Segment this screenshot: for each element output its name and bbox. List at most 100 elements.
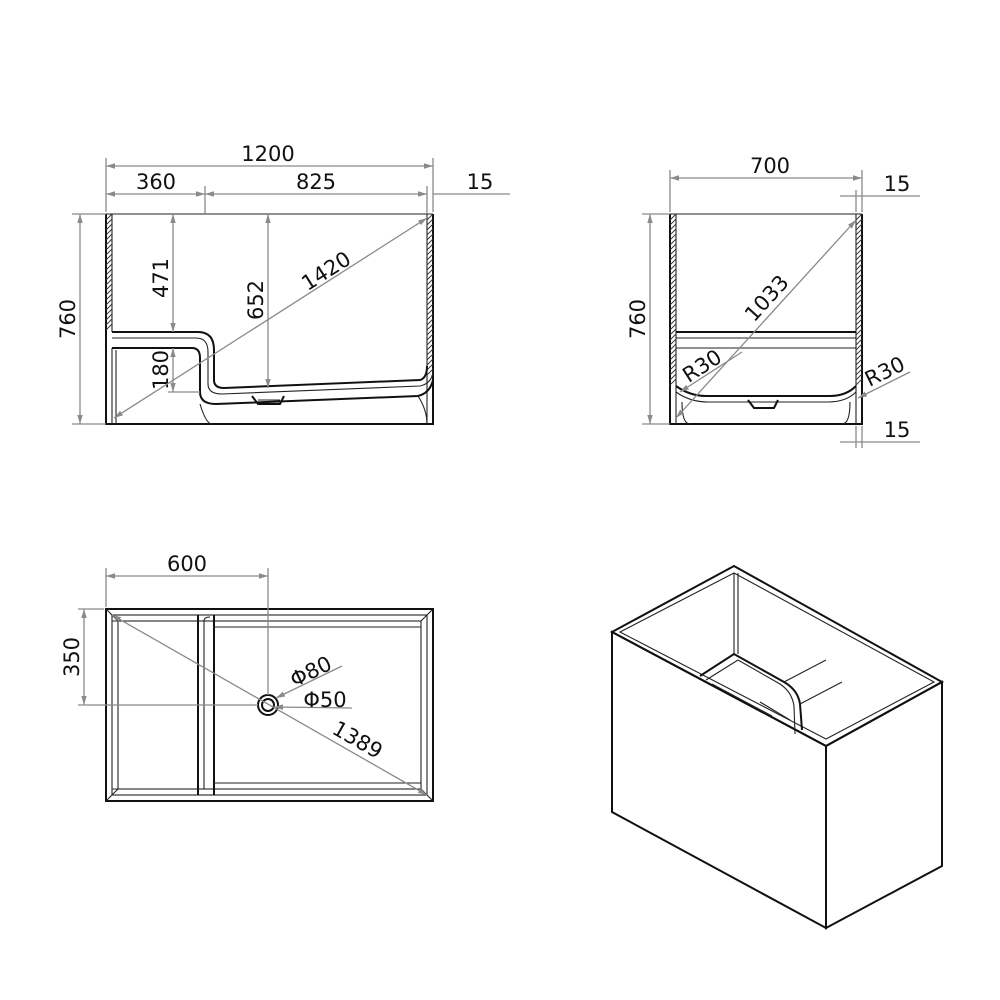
- hatch-line: [426, 248, 434, 256]
- top-drain-inner: [261, 698, 275, 712]
- hatch-line: [426, 333, 434, 341]
- hatch-line: [105, 253, 113, 261]
- hatch-line: [105, 313, 113, 321]
- hatch-line: [669, 228, 677, 236]
- hatch-line: [855, 313, 863, 321]
- hatch-line: [105, 268, 113, 276]
- dim-shelf-depth: 471: [149, 258, 173, 298]
- front-skirt-curve-right: [417, 395, 428, 425]
- hatch-line: [669, 288, 677, 296]
- hatch-line: [855, 363, 863, 371]
- side-right-wall-hatch: [855, 213, 863, 386]
- hatch-line: [105, 308, 113, 316]
- hatch-line: [105, 263, 113, 271]
- top-dim-diagonal: 1389: [328, 716, 386, 763]
- top-view: 600 350 Φ80 Φ50 1389: [60, 552, 434, 802]
- hatch-line: [669, 293, 677, 301]
- hatch-line: [669, 378, 677, 386]
- hatch-line: [669, 308, 677, 316]
- hatch-line: [669, 283, 677, 291]
- dim-basin-depth: 652: [244, 280, 268, 320]
- hatch-line: [426, 298, 434, 306]
- hatch-line: [105, 278, 113, 286]
- hatch-line: [669, 273, 677, 281]
- iso-shelf-lines: [711, 683, 791, 721]
- hatch-line: [855, 263, 863, 271]
- hatch-line: [669, 363, 677, 371]
- hatch-line: [105, 318, 113, 326]
- hatch-line: [669, 318, 677, 326]
- hatch-line: [669, 328, 677, 336]
- top-dim-drain-x: 600: [167, 552, 207, 576]
- hatch-line: [105, 293, 113, 301]
- hatch-line: [855, 283, 863, 291]
- hatch-line: [105, 238, 113, 246]
- hatch-line: [855, 238, 863, 246]
- hatch-line: [669, 338, 677, 346]
- side-dim-width: 700: [750, 154, 790, 178]
- hatch-line: [105, 248, 113, 256]
- hatch-line: [105, 218, 113, 226]
- hatch-line: [105, 233, 113, 241]
- side-view: 700 15 760 1033 R30 R30 15: [626, 154, 920, 448]
- side-dim-height: 760: [626, 299, 650, 339]
- top-outer-diameter: Φ80: [286, 651, 335, 692]
- hatch-line: [669, 223, 677, 231]
- dim-height: 760: [56, 299, 80, 339]
- hatch-line: [426, 258, 434, 266]
- hatch-line: [105, 298, 113, 306]
- hatch-line: [855, 353, 863, 361]
- side-radius-left: R30: [678, 345, 726, 388]
- hatch-line: [669, 303, 677, 311]
- hatch-line: [855, 268, 863, 276]
- isometric-view: [609, 564, 945, 930]
- hatch-line: [426, 353, 434, 361]
- hatch-line: [426, 233, 434, 241]
- hatch-line: [855, 213, 863, 221]
- hatch-line: [426, 308, 434, 316]
- r30-right-leader: [857, 371, 911, 399]
- hatch-line: [426, 358, 434, 366]
- hatch-line: [669, 268, 677, 276]
- hatch-line: [105, 303, 113, 311]
- hatch-line: [855, 338, 863, 346]
- hatch-line: [426, 243, 434, 251]
- side-skirt-curve-left: [681, 401, 691, 425]
- front-skirt-curve-left: [199, 403, 213, 425]
- hatch-line: [426, 318, 434, 326]
- hatch-line: [426, 273, 434, 281]
- dim-1420-line: [113, 217, 428, 419]
- hatch-line: [426, 283, 434, 291]
- iso-top-rim: [609, 564, 945, 748]
- hatch-line: [105, 258, 113, 266]
- hatch-line: [426, 343, 434, 351]
- iso-inner-rim: [618, 572, 936, 740]
- hatch-line: [855, 323, 863, 331]
- hatch-line: [105, 323, 113, 331]
- hatch-line: [855, 343, 863, 351]
- hatch-line: [426, 268, 434, 276]
- hatch-line: [426, 313, 434, 321]
- hatch-line: [855, 368, 863, 376]
- hatch-line: [855, 273, 863, 281]
- hatch-line: [105, 283, 113, 291]
- r30-left-leader: [679, 351, 743, 393]
- hatch-line: [855, 288, 863, 296]
- hatch-line: [426, 303, 434, 311]
- top-inner-diameter: Φ50: [303, 688, 346, 712]
- hatch-line: [855, 303, 863, 311]
- hatch-line: [669, 233, 677, 241]
- dim-left-section: 360: [136, 170, 176, 194]
- hatch-line: [669, 298, 677, 306]
- hatch-line: [855, 373, 863, 381]
- hatch-line: [426, 228, 434, 236]
- hatch-line: [855, 278, 863, 286]
- hatch-line: [426, 253, 434, 261]
- hatch-line: [669, 353, 677, 361]
- dim-step-height: 180: [149, 350, 173, 390]
- hatch-line: [669, 258, 677, 266]
- hatch-line: [105, 223, 113, 231]
- hatch-line: [426, 223, 434, 231]
- hatch-line: [669, 248, 677, 256]
